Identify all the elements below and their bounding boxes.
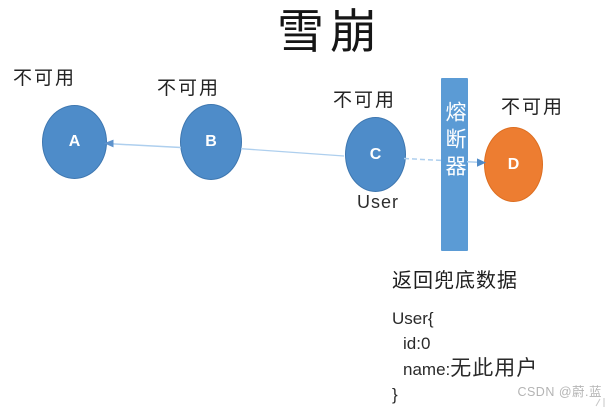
node-d-letter: D: [507, 155, 520, 173]
status-label-node-d: 不可用: [501, 97, 565, 118]
circuit-breaker-bar: 熔断器: [441, 78, 468, 251]
service-node-d: D: [484, 127, 543, 202]
node-b-letter: B: [205, 133, 217, 150]
code-name-key: name:: [403, 360, 451, 379]
arrow-line-b-to-a: [110, 143, 182, 149]
code-line-open: User{: [392, 309, 434, 328]
node-c-letter: C: [369, 145, 382, 163]
arrow-line-breaker-to-d: [466, 160, 479, 163]
service-node-a: A: [42, 105, 107, 179]
code-line-id: id:0: [403, 334, 431, 353]
node-c-caption: User: [357, 192, 400, 212]
service-node-c: C: [345, 117, 406, 192]
arrow-line-c-to-breaker: [403, 157, 442, 162]
status-label-node-b: 不可用: [157, 78, 221, 99]
watermark: CSDN @蔚.蓝: [517, 385, 602, 399]
fallback-heading: 返回兜底数据: [392, 270, 518, 292]
status-label-node-a: 不可用: [13, 68, 77, 89]
code-line-name: name:无此用户: [392, 356, 538, 382]
code-line-close: }: [392, 385, 398, 404]
circuit-breaker-label: 熔断器: [443, 101, 466, 182]
corner-partial-glyph: [595, 398, 605, 407]
service-node-b: B: [180, 104, 242, 180]
node-a-letter: A: [68, 133, 81, 150]
fallback-data-block: 返回兜底数据 User{ id:0 name:无此用户 }: [392, 264, 538, 407]
code-name-value: 无此用户: [450, 357, 539, 380]
status-label-node-c: 不可用: [333, 90, 397, 111]
arrow-line-c-to-b: [240, 148, 345, 157]
diagram-title: 雪崩: [277, 7, 383, 59]
